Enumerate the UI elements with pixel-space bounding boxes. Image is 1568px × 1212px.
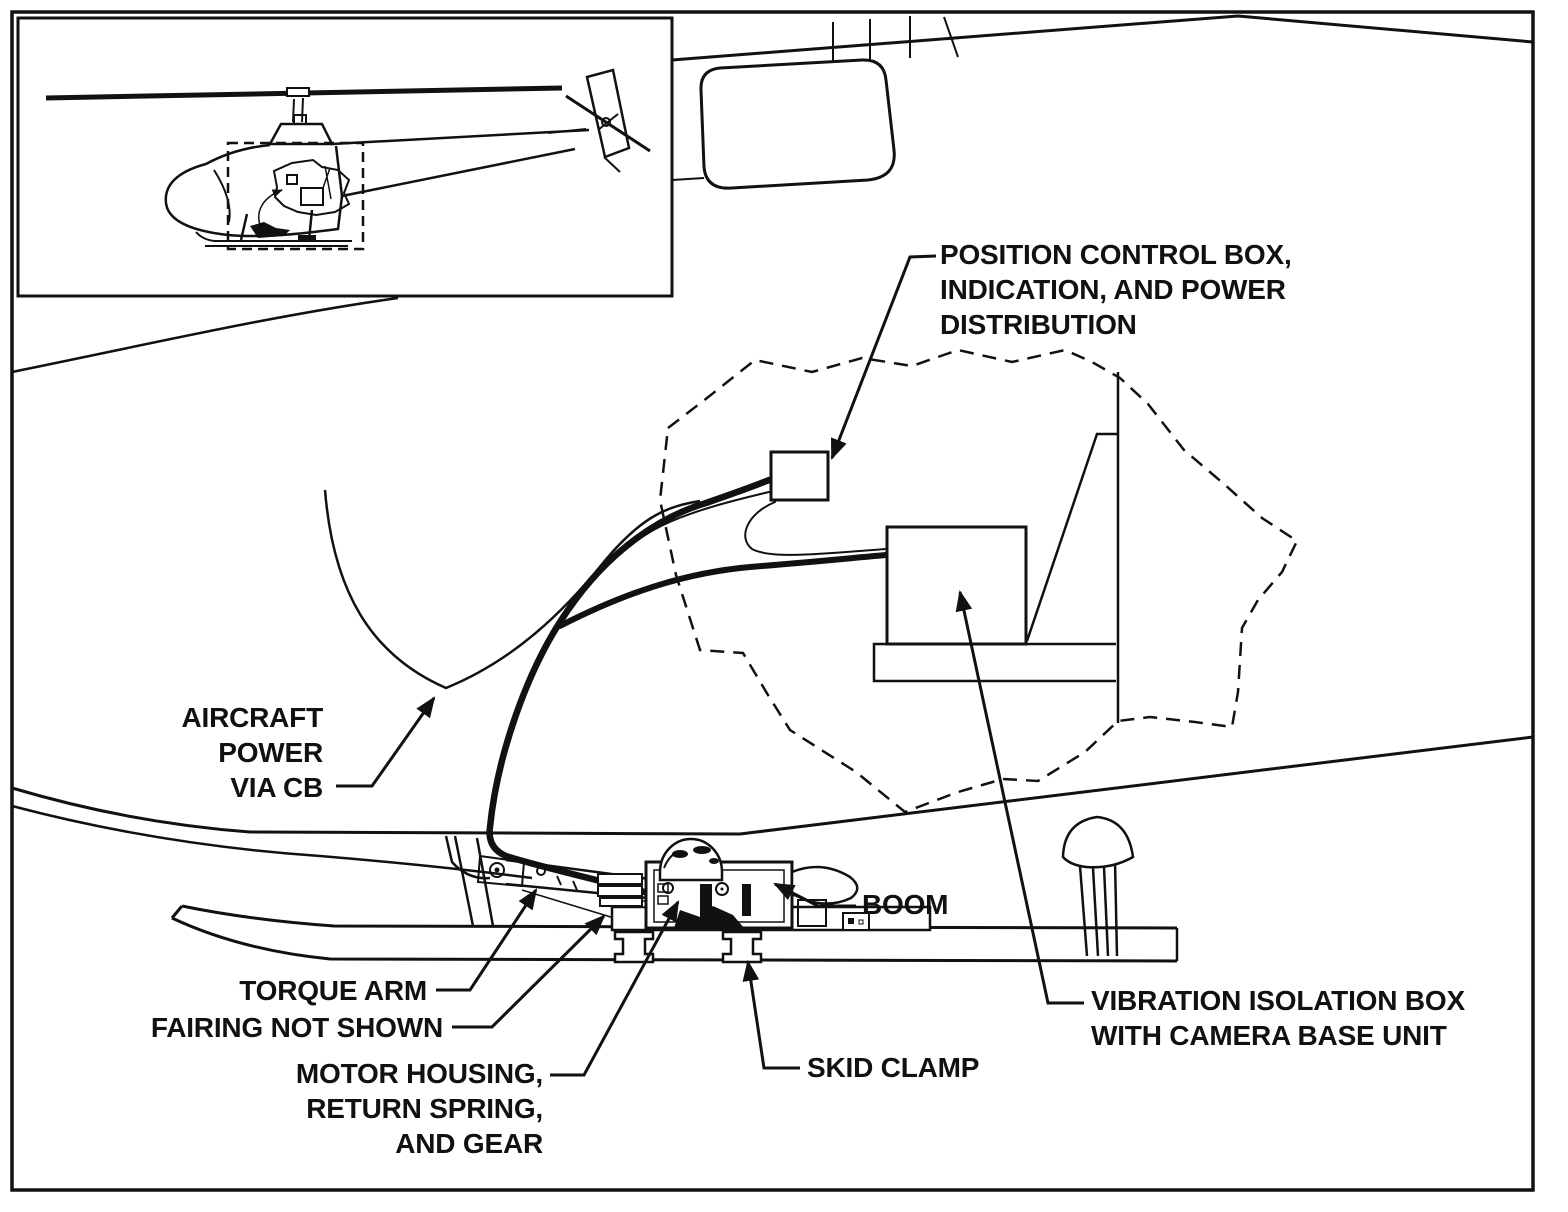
leader-torque-arm	[436, 888, 538, 992]
leader-vibration-box	[955, 589, 1084, 1005]
inset-overview	[45, 68, 651, 251]
label-torque-arm: TORQUE ARM	[239, 975, 427, 1006]
leader-motor-housing	[550, 900, 680, 1077]
skid-clamp-right-shape	[721, 930, 763, 964]
position-control-box-shape	[769, 450, 830, 502]
label-fairing-not-shown: FAIRING NOT SHOWN	[150, 1012, 443, 1043]
label-motor-housing: MOTOR HOUSING, RETURN SPRING, AND GEAR	[295, 1058, 543, 1159]
equipment-shelf	[872, 372, 1120, 723]
front-strut	[444, 835, 526, 927]
fuselage-outline	[11, 14, 1534, 880]
leader-position-control	[830, 254, 937, 460]
leader-boom	[773, 882, 856, 908]
dashed-install-boundary	[658, 348, 1299, 814]
label-vibration-isolation-box: VIBRATION ISOLATION BOX WITH CAMERA BASE…	[1091, 985, 1465, 1051]
door-window	[699, 16, 959, 190]
install-detail-cloud	[258, 158, 351, 232]
leader-skid-clamp	[742, 959, 800, 1070]
install-area-dashed-box	[226, 141, 365, 251]
label-position-control-box: POSITION CONTROL BOX, INDICATION, AND PO…	[940, 239, 1292, 340]
skid-tube	[170, 904, 1179, 963]
boom-tip	[790, 865, 859, 905]
helicopter-silhouette	[45, 68, 651, 247]
label-boom: BOOM	[862, 889, 949, 920]
label-skid-clamp: SKID CLAMP	[807, 1052, 980, 1083]
door-aft-edge-curve	[323, 489, 701, 690]
inset-border	[16, 16, 674, 298]
leader-aircraft-power	[336, 696, 436, 788]
leader-fairing	[452, 914, 606, 1029]
label-aircraft-power: AIRCRAFT POWER VIA CB	[181, 702, 324, 803]
camera-base-box-shape	[885, 525, 1028, 646]
cable-run	[486, 476, 889, 902]
rear-strut	[1061, 815, 1135, 957]
drawing-border	[10, 10, 1535, 1192]
skid-clamp-left-shape	[613, 930, 655, 964]
